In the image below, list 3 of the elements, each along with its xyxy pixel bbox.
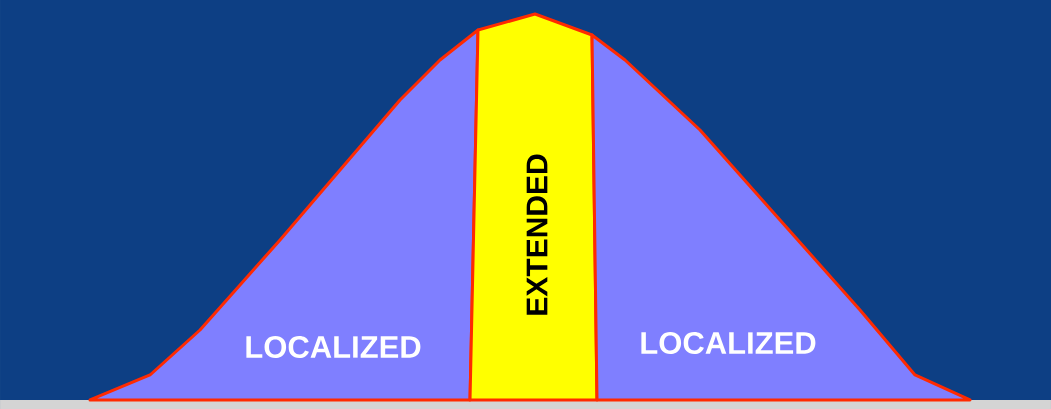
curve-region: LOCALIZED	[88, 28, 480, 402]
curve-region: LOCALIZED	[590, 33, 972, 402]
band-region: EXTENDED	[468, 12, 599, 402]
